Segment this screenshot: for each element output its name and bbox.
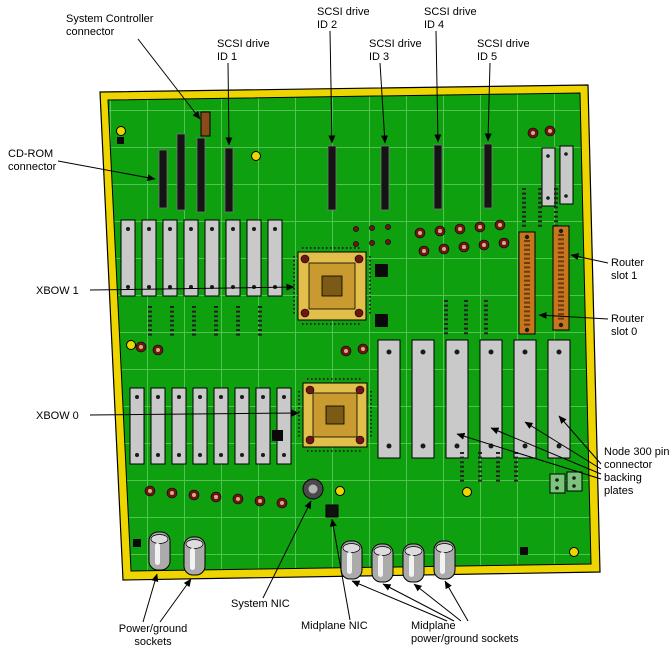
label-line: connector bbox=[66, 26, 115, 38]
label-line: ID 2 bbox=[317, 19, 337, 31]
label-line: Router bbox=[611, 313, 644, 325]
label-line: SCSI drive bbox=[369, 38, 422, 50]
arrow-xbow-1 bbox=[89, 283, 295, 291]
label-scsi-id-3: SCSI drive ID 3 bbox=[369, 38, 422, 63]
arrow-scsi-4 bbox=[434, 30, 442, 143]
label-line: power/ground sockets bbox=[411, 633, 519, 645]
label-line: SCSI drive bbox=[424, 6, 477, 18]
pin-strips bbox=[148, 188, 558, 484]
scsi-connector-id-3 bbox=[380, 145, 390, 211]
arrow-midplane-socket-1 bbox=[351, 580, 448, 622]
connector bbox=[176, 133, 186, 211]
label-line: Power/ground bbox=[119, 623, 188, 635]
scsi-connector-id-1 bbox=[224, 147, 234, 213]
cdrom-connector bbox=[158, 149, 168, 209]
arrow-scsi-3 bbox=[379, 62, 389, 144]
label-xbow-1: XBOW 1 bbox=[36, 285, 79, 297]
label-scsi-id-4: SCSI drive ID 4 bbox=[424, 6, 477, 31]
callout-arrows bbox=[57, 30, 609, 623]
arrow-node-plate-4 bbox=[456, 432, 602, 480]
xbow-1-chip bbox=[293, 247, 371, 325]
label-scsi-id-5: SCSI drive ID 5 bbox=[477, 38, 530, 63]
label-node-300: Node 300 pin connector backing plates bbox=[604, 446, 669, 497]
label-line: CD-ROM bbox=[8, 148, 53, 160]
xbow-0-chip bbox=[298, 378, 372, 452]
label-line: SCSI drive bbox=[477, 38, 530, 50]
arrow-scsi-5 bbox=[484, 62, 492, 142]
label-line: Router bbox=[611, 257, 644, 269]
label-line: Node 300 pin bbox=[604, 446, 669, 458]
arrow-system-nic bbox=[262, 500, 312, 599]
label-router-slot-1: Router slot 1 bbox=[611, 257, 644, 282]
label-line: Midplane bbox=[411, 620, 456, 632]
label-midplane-power: Midplane power/ground sockets bbox=[411, 620, 519, 645]
label-scsi-id-1: SCSI drive ID 1 bbox=[217, 38, 270, 63]
label-line: slot 0 bbox=[611, 326, 637, 338]
label-line: ID 4 bbox=[424, 19, 444, 31]
arrow-node-plate-1 bbox=[558, 415, 602, 465]
arrow-scsi-2 bbox=[328, 30, 336, 144]
label-system-nic: System NIC bbox=[231, 598, 290, 610]
label-line: ID 3 bbox=[369, 51, 389, 63]
label-line: backing bbox=[604, 472, 642, 484]
label-line: connector bbox=[8, 161, 57, 173]
label-line: ID 5 bbox=[477, 51, 497, 63]
arrow-router-1 bbox=[570, 253, 609, 264]
label-router-slot-0: Router slot 0 bbox=[611, 313, 644, 338]
arrow-cdrom bbox=[57, 160, 156, 182]
arrow-midplane-socket-2 bbox=[382, 583, 455, 622]
green-connector-blocks bbox=[549, 471, 583, 494]
label-xbow-0: XBOW 0 bbox=[36, 410, 79, 422]
label-line: System NIC bbox=[231, 598, 290, 610]
label-system-controller: System Controller connector bbox=[66, 13, 154, 38]
scsi-connector-id-2 bbox=[327, 145, 337, 211]
label-line: sockets bbox=[134, 636, 172, 648]
system-nic bbox=[302, 478, 324, 500]
label-midplane-nic: Midplane NIC bbox=[301, 620, 368, 632]
router-slot-0 bbox=[518, 231, 536, 335]
arrow-scsi-1 bbox=[225, 62, 233, 146]
midplane-nic bbox=[325, 504, 339, 518]
termination-squares bbox=[117, 137, 528, 555]
arrow-midplane-socket-3 bbox=[413, 583, 462, 622]
arrow-power-socket-1 bbox=[142, 573, 159, 623]
label-scsi-id-2: SCSI drive ID 2 bbox=[317, 6, 370, 31]
board-surface bbox=[107, 92, 592, 572]
arrow-midplane-socket-4 bbox=[444, 580, 469, 622]
label-line: XBOW 0 bbox=[36, 410, 79, 422]
small-plates-top-right bbox=[541, 145, 574, 207]
arrow-xbow-0 bbox=[89, 409, 300, 417]
arrow-node-plate-3 bbox=[490, 427, 602, 475]
label-line: connector bbox=[604, 459, 653, 471]
scsi-connector-id-4 bbox=[433, 144, 443, 210]
arrow-node-plate-2 bbox=[524, 421, 602, 470]
router-slot-1 bbox=[552, 225, 570, 331]
label-line: SCSI drive bbox=[317, 6, 370, 18]
label-line: SCSI drive bbox=[217, 38, 270, 50]
label-line: Midplane NIC bbox=[301, 620, 368, 632]
arrow-midplane-nic bbox=[329, 518, 351, 621]
connector bbox=[196, 137, 206, 213]
arrow-router-0 bbox=[538, 311, 609, 320]
system-controller-connector bbox=[200, 111, 211, 137]
arrow-power-socket-2 bbox=[159, 578, 192, 623]
label-line: XBOW 1 bbox=[36, 285, 79, 297]
label-power-ground: Power/ground sockets bbox=[119, 623, 188, 648]
label-line: ID 1 bbox=[217, 51, 237, 63]
label-line: plates bbox=[604, 485, 634, 497]
label-line: System Controller bbox=[66, 13, 154, 25]
label-line: slot 1 bbox=[611, 270, 637, 282]
label-cdrom: CD-ROM connector bbox=[8, 148, 57, 173]
scsi-connector-id-5 bbox=[483, 143, 493, 209]
arrow-system-controller bbox=[137, 38, 201, 120]
